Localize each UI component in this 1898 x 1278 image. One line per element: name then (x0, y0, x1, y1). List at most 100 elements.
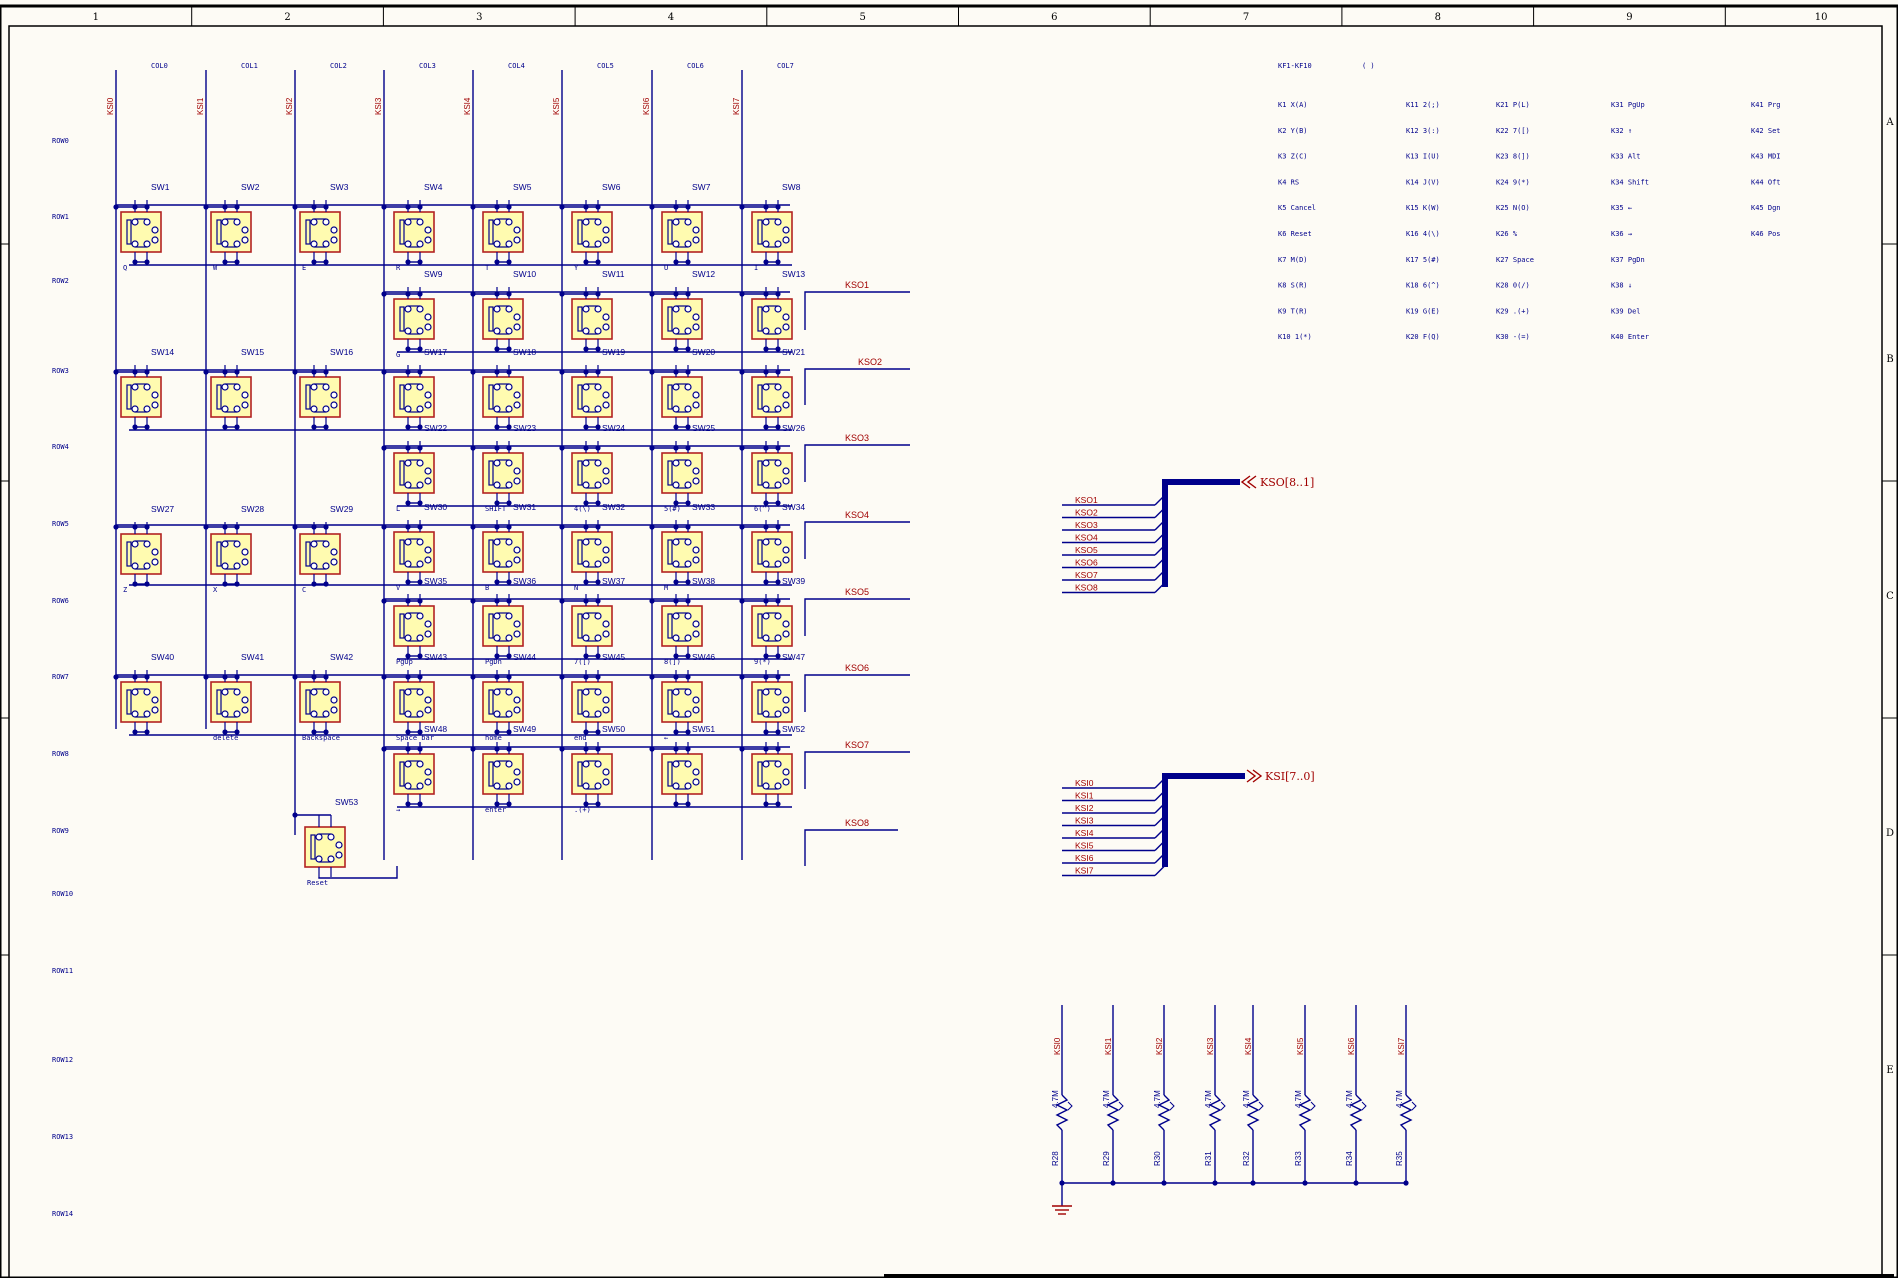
switch-pin (416, 560, 424, 568)
switch-ref: SW18 (513, 347, 536, 357)
switch-ref: SW17 (424, 347, 447, 357)
switch-key-label: .(+) (574, 806, 591, 814)
key-table-entry: K7 M(D) (1278, 256, 1308, 264)
key-table-entry: K41 Prg (1751, 101, 1781, 109)
junction-dot (506, 259, 512, 265)
switch-pin (672, 305, 680, 313)
junction-dot (494, 653, 500, 659)
switch-pin (416, 405, 424, 413)
switch-pin (221, 218, 229, 226)
row-label: ROW4 (52, 443, 69, 451)
switch-pin (602, 778, 610, 786)
switch-pin (594, 538, 602, 546)
switch-key-label: 6(^) (754, 505, 771, 513)
switch-plunger (577, 384, 583, 410)
switch-pin (493, 405, 501, 413)
switch-pin (684, 710, 692, 718)
switch-pin (582, 459, 590, 467)
kso-output-wire (804, 444, 910, 482)
switch-pin (602, 630, 610, 638)
switch-pin (582, 560, 590, 568)
switch-plunger (667, 613, 673, 639)
switch-pin (602, 546, 610, 554)
junction-dot (763, 801, 769, 807)
switch-pin (241, 696, 249, 704)
switch-pin (774, 327, 782, 335)
switch-plunger (667, 306, 673, 332)
key-switch (299, 670, 341, 732)
switch-pin (513, 401, 521, 409)
ksi-net-label: KSI4 (463, 97, 472, 115)
switch-pin (782, 236, 790, 244)
junction-dot (506, 500, 512, 506)
switch-pin (782, 226, 790, 234)
junction-dot (323, 424, 329, 430)
key-switch (571, 594, 613, 656)
switch-ref: SW26 (782, 423, 805, 433)
switch-plunger (577, 460, 583, 486)
junction-dot (144, 729, 150, 735)
switch-pin (774, 688, 782, 696)
switch-ref: SW27 (151, 504, 174, 514)
switch-plunger (305, 219, 311, 245)
switch-pin (672, 634, 680, 642)
switch-pin (404, 782, 412, 790)
switch-pin (404, 760, 412, 768)
switch-pin (221, 383, 229, 391)
switch-pin (310, 562, 318, 570)
bus-entry-stub (1154, 544, 1166, 556)
key-switch (299, 200, 341, 262)
switch-pin (416, 327, 424, 335)
junction-dot (323, 581, 329, 587)
switch-pin (131, 240, 139, 248)
junction-dot (405, 500, 411, 506)
title-block-edge (884, 1274, 1894, 1278)
junction-dot (494, 801, 500, 807)
switch-pin (335, 841, 343, 849)
switch-ref: SW23 (513, 423, 536, 433)
switch-pin (692, 620, 700, 628)
switch-pin (315, 833, 323, 841)
switch-key-label: N (574, 584, 578, 592)
switch-pin (602, 467, 610, 475)
switch-pin (505, 710, 513, 718)
switch-pin (424, 401, 432, 409)
key-switch (571, 365, 613, 427)
switch-key-label: 4(\) (574, 505, 591, 513)
switch-pin (493, 305, 501, 313)
switch-pin (322, 218, 330, 226)
switch-plunger (488, 384, 494, 410)
switch-pin (505, 612, 513, 620)
junction-dot (506, 653, 512, 659)
switch-pin (330, 558, 338, 566)
switch-pin (241, 401, 249, 409)
switch-pin (762, 538, 770, 546)
switch-pin (782, 401, 790, 409)
switch-pin (310, 688, 318, 696)
junction-dot (775, 346, 781, 352)
switch-pin (594, 327, 602, 335)
bus-port-arrow (1246, 475, 1257, 489)
key-table-entry: K13 I(U) (1406, 153, 1440, 161)
switch-pin (762, 481, 770, 489)
bus-port-label: KSO[8..1] (1260, 476, 1314, 489)
bus-entry-stub (1154, 777, 1166, 789)
junction-dot (685, 346, 691, 352)
resistor-value: 4.7M (1395, 1090, 1404, 1108)
bus-net-label: KSO8 (1075, 583, 1098, 593)
switch-pin (233, 688, 241, 696)
switch-pin (774, 560, 782, 568)
key-switch (482, 594, 524, 656)
switch-pin (513, 556, 521, 564)
column-label: COL3 (419, 62, 436, 70)
switch-pin (692, 226, 700, 234)
junction-dot (763, 653, 769, 659)
switch-pin (594, 612, 602, 620)
key-switch (393, 287, 435, 349)
switch-pin (513, 323, 521, 331)
switch-pin (774, 240, 782, 248)
resistor-net-label: KSI1 (1104, 1037, 1113, 1055)
key-table-entry: K20 F(Q) (1406, 333, 1440, 341)
column-label: COL0 (151, 62, 168, 70)
junction-dot (775, 579, 781, 585)
